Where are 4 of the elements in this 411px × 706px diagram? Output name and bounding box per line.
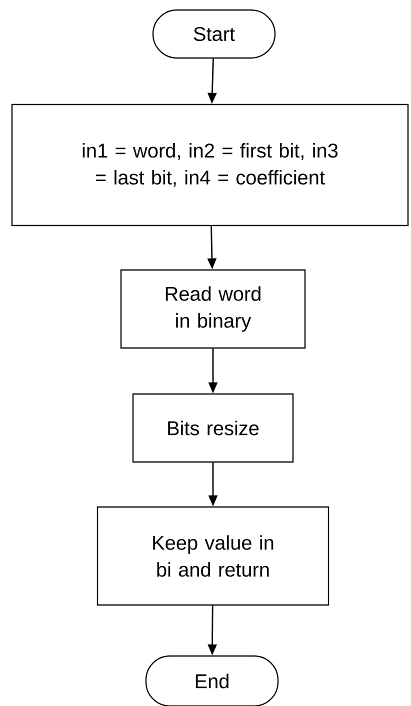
process-box: Bits resize [132,393,294,463]
process-box: Read word in binary [120,269,306,349]
process-box: Keep value in bi and return [96,506,330,606]
process-box: in1 = word, in2 = first bit, in3 = last bit, in4 = coefficient [11,104,409,226]
